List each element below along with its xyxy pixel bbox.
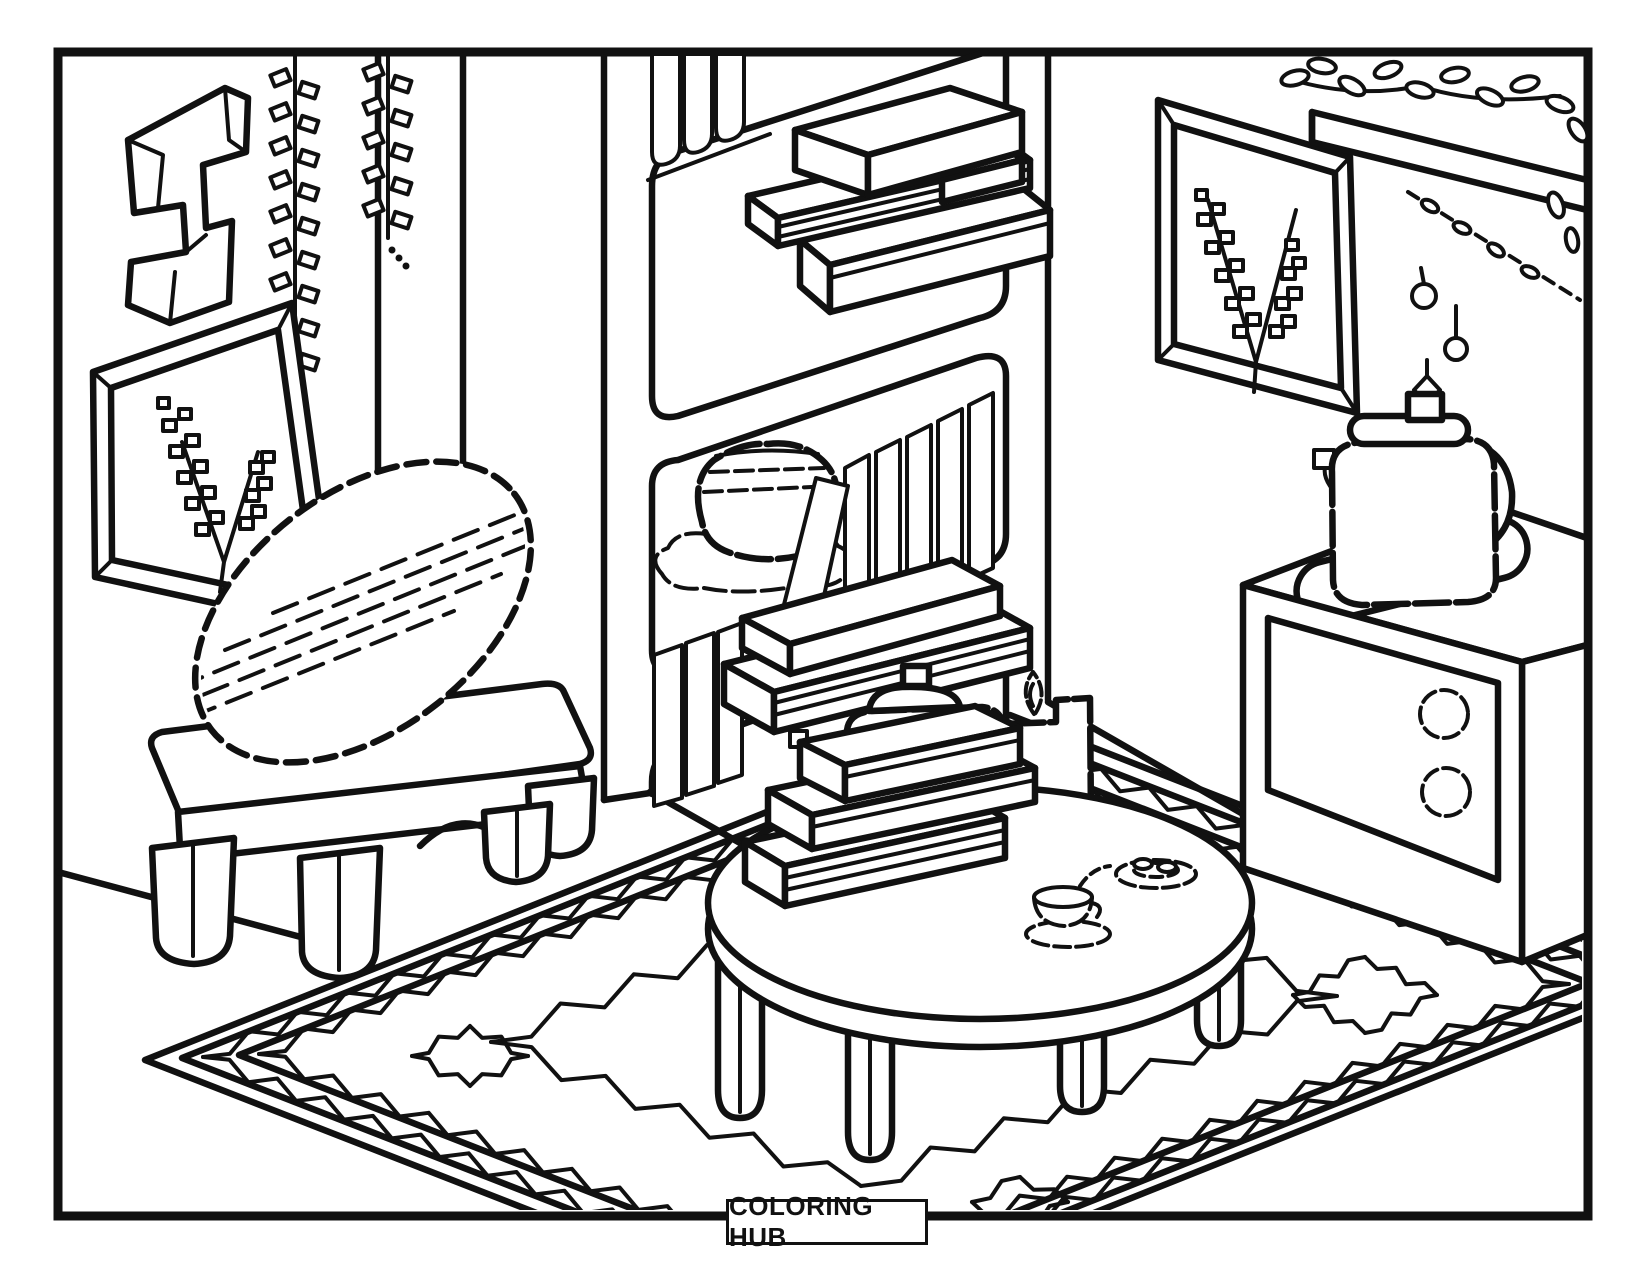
kettle	[1312, 390, 1516, 609]
bench	[147, 680, 598, 982]
cookie-plate	[1114, 857, 1198, 890]
table-book-stack	[741, 702, 1039, 910]
brand-label: COLORING HUB	[726, 1191, 928, 1252]
stove-knobs	[1418, 688, 1472, 818]
bookshelf-books-top	[646, 54, 772, 182]
rug-diamond-motifs	[410, 955, 1439, 1210]
plant-shelf	[1279, 56, 1591, 254]
bookshelf	[600, 48, 1054, 932]
picture-frame-right	[1154, 96, 1361, 417]
trailing-plant	[1279, 56, 1590, 254]
brand-label-text: COLORING HUB	[729, 1191, 874, 1252]
bookshelf-books-bottom	[652, 556, 1034, 808]
hanging-garland-2	[361, 54, 414, 270]
abstract-wall-art	[124, 84, 252, 327]
lavender-art-left	[156, 396, 276, 594]
teacup	[1024, 864, 1112, 949]
lavender-art-right	[1194, 188, 1307, 394]
striped-cushion	[147, 458, 579, 766]
book-stack-top	[744, 84, 1054, 316]
